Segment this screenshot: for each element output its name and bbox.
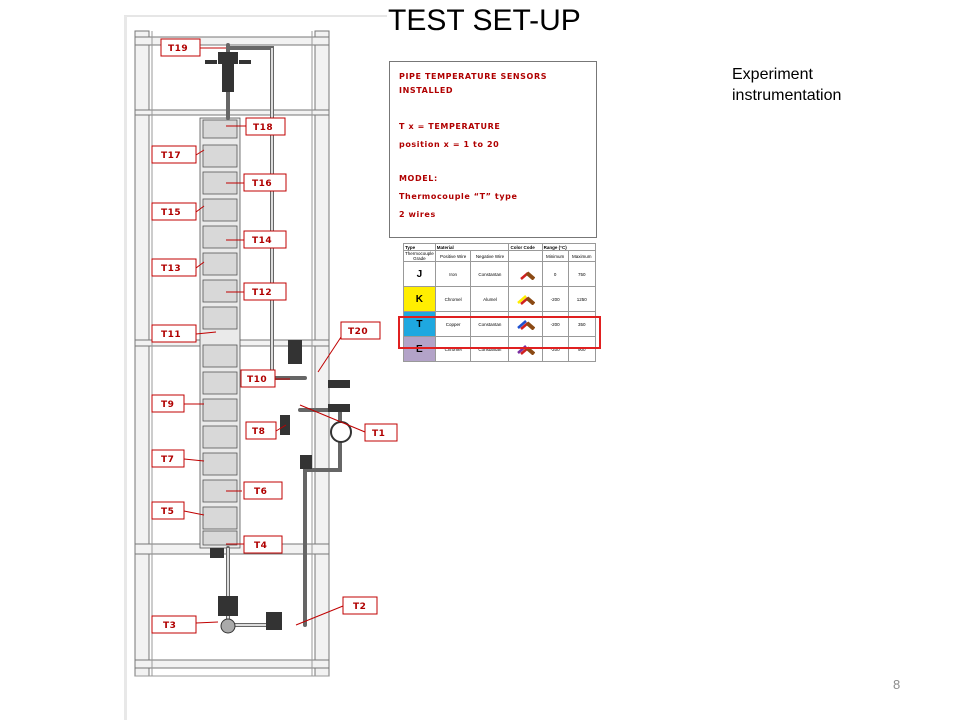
- table-header: Material: [434, 243, 510, 251]
- sensor-label-t19: T19: [168, 44, 188, 54]
- sensor-label-t4: T4: [254, 541, 267, 551]
- table-header-row: Type Material Color Code Range (°C): [403, 243, 597, 251]
- table-row: T Copper Constantan -200 350: [403, 311, 597, 337]
- table-cell: Chromel: [434, 286, 472, 312]
- table-cell-type: E: [403, 336, 436, 362]
- table-cell: 0: [541, 261, 569, 287]
- side-note: Experiment instrumentation: [732, 66, 842, 104]
- table-cell: Constantan: [470, 336, 510, 362]
- table-row: E Chromel Constantan -200 900: [403, 336, 597, 362]
- sensor-label-t7: T7: [161, 455, 174, 465]
- table-subheader: Positive Wire: [434, 250, 472, 262]
- table-header: Color Code: [508, 243, 543, 251]
- bottom-beam: [134, 659, 330, 669]
- sensor-label-t17: T17: [161, 151, 181, 161]
- table-cell: Constantan: [470, 261, 510, 287]
- info-line-sensors: PIPE TEMPERATURE SENSORS: [399, 72, 548, 81]
- sensor-label-t1: T1: [372, 429, 385, 439]
- right-post: [314, 30, 330, 677]
- table-subheader: Minimum: [541, 250, 569, 262]
- sensor-label-t18: T18: [253, 123, 273, 133]
- table-cell-type: T: [403, 311, 436, 337]
- sensor-label-t10: T10: [247, 375, 267, 385]
- page-title: TEST SET-UP: [388, 4, 581, 37]
- sensor-label-t12: T12: [252, 288, 272, 298]
- wire-color-swatch: [508, 311, 543, 337]
- table-header: Range (°C): [541, 243, 597, 251]
- sensor-info-box: PIPE TEMPERATURE SENSORS INSTALLED T x =…: [389, 61, 597, 238]
- info-line-installed: INSTALLED: [399, 86, 454, 95]
- table-subheader: Maximum: [567, 250, 597, 262]
- sensor-label-t20: T20: [348, 327, 368, 337]
- table-row: J Iron Constantan 0 750: [403, 261, 597, 287]
- table-cell: -200: [541, 336, 569, 362]
- wire-color-swatch: [508, 261, 543, 287]
- table-cell: Chromel: [434, 336, 472, 362]
- wire-color-swatch: [508, 336, 543, 362]
- table-cell: 900: [567, 336, 597, 362]
- wire-color-swatch: [508, 286, 543, 312]
- sensor-label-t2: T2: [353, 602, 366, 612]
- table-cell: Copper: [434, 311, 472, 337]
- sensor-label-t6: T6: [254, 487, 267, 497]
- sensor-label-t14: T14: [252, 236, 272, 246]
- table-subheader: Negative Wire: [470, 250, 510, 262]
- top-beam: [134, 36, 330, 46]
- sensor-label-t9: T9: [161, 400, 174, 410]
- table-cell: Alumel: [470, 286, 510, 312]
- info-line-position: position x = 1 to 20: [399, 140, 500, 149]
- table-header: Type: [403, 243, 436, 251]
- sensor-label-t11: T11: [161, 330, 181, 340]
- table-cell-type: K: [403, 286, 436, 312]
- sensor-label-t5: T5: [161, 507, 174, 517]
- thermocouple-table: Type Material Color Code Range (°C) Ther…: [403, 243, 597, 362]
- table-cell: 750: [567, 261, 597, 287]
- sensor-label-t8: T8: [252, 427, 265, 437]
- info-line-model: MODEL:: [399, 174, 438, 183]
- left-post: [134, 30, 150, 677]
- type-t-highlight: [398, 316, 601, 349]
- table-cell-type: J: [403, 261, 436, 287]
- sensor-label-t16: T16: [252, 179, 272, 189]
- info-line-thermocouple: Thermocouple “T” type: [399, 192, 518, 201]
- table-cell: -200: [541, 286, 569, 312]
- sensor-label-t3: T3: [163, 621, 176, 631]
- sensor-label-t15: T15: [161, 208, 181, 218]
- sensor-label-t13: T13: [161, 264, 181, 274]
- info-line-temperature: T x = TEMPERATURE: [399, 122, 501, 131]
- table-subheader: [508, 250, 543, 262]
- table-subheader-row: Thermocouple Grade Positive Wire Negativ…: [403, 250, 597, 262]
- table-row: K Chromel Alumel -200 1250: [403, 286, 597, 312]
- table-cell: 1250: [567, 286, 597, 312]
- page-number: 8: [893, 677, 901, 692]
- table-subheader: Thermocouple Grade: [403, 250, 436, 262]
- info-line-wires: 2 wires: [399, 210, 436, 219]
- table-cell: Iron: [434, 261, 472, 287]
